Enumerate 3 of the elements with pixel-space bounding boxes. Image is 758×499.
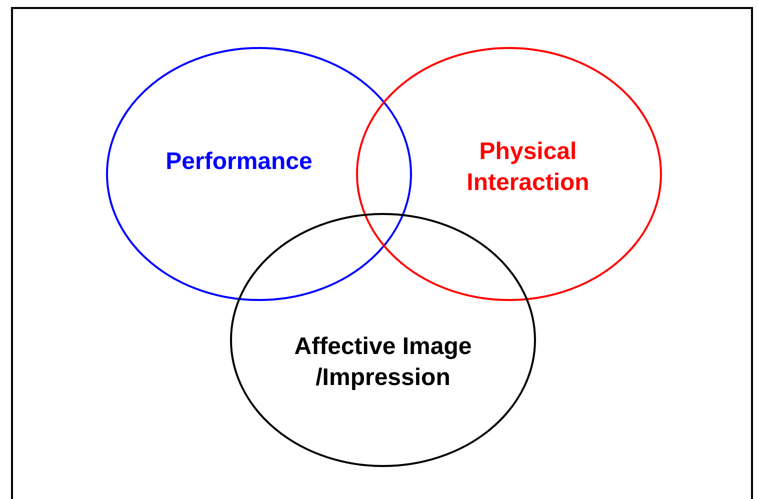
circle-label: Physical Interaction (466, 137, 590, 198)
circle-label: Affective Image /Impression (293, 332, 473, 393)
circle-label: Performance (164, 147, 314, 177)
